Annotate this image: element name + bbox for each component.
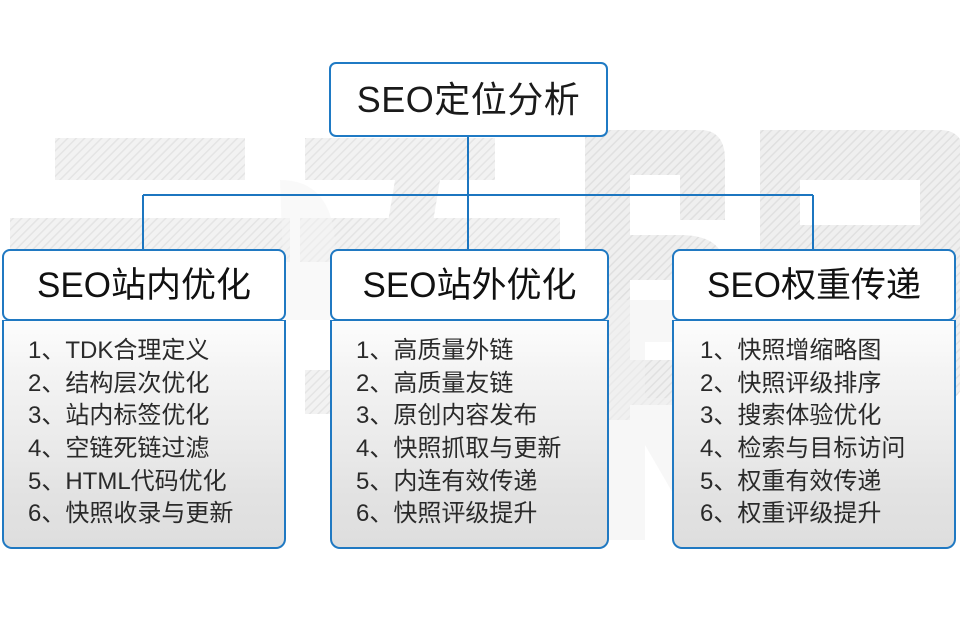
branch-header-on-site[interactable]: SEO站内优化 xyxy=(2,249,286,321)
list-item[interactable]: 6、快照评级提升 xyxy=(356,500,538,528)
branch-header-label: SEO权重传递 xyxy=(707,265,921,305)
list-item[interactable]: 4、检索与目标访问 xyxy=(700,434,906,462)
node-root-label: SEO定位分析 xyxy=(356,78,581,120)
branch-off-site: SEO站外优化 1、高质量外链 2、高质量友链 3、原创内容发布 4、快照抓取与… xyxy=(330,249,609,549)
list-item[interactable]: 2、高质量友链 xyxy=(356,369,514,397)
branch-header-off-site[interactable]: SEO站外优化 xyxy=(330,249,609,321)
branch-header-label: SEO站外优化 xyxy=(362,265,577,305)
node-root[interactable]: SEO定位分析 xyxy=(329,62,608,137)
branch-list-off-site: 1、高质量外链 2、高质量友链 3、原创内容发布 4、快照抓取与更新 5、内连有… xyxy=(330,320,609,549)
list-item[interactable]: 5、内连有效传递 xyxy=(356,467,538,495)
list-item[interactable]: 5、权重有效传递 xyxy=(700,467,882,495)
branch-header-label: SEO站内优化 xyxy=(37,265,251,305)
list-item[interactable]: 3、搜索体验优化 xyxy=(700,402,882,430)
list-item[interactable]: 1、高质量外链 xyxy=(356,337,514,364)
branch-list-weight: 1、快照增缩略图 2、快照评级排序 3、搜索体验优化 4、检索与目标访问 5、权… xyxy=(672,320,956,549)
list-item[interactable]: 1、TDK合理定义 xyxy=(28,337,210,364)
branch-header-weight[interactable]: SEO权重传递 xyxy=(672,249,956,321)
list-item[interactable]: 4、空链死链过滤 xyxy=(28,434,210,462)
list-item[interactable]: 2、快照评级排序 xyxy=(700,369,882,397)
list-item[interactable]: 4、快照抓取与更新 xyxy=(356,434,562,462)
list-item[interactable]: 6、权重评级提升 xyxy=(700,500,882,528)
branch-weight: SEO权重传递 1、快照增缩略图 2、快照评级排序 3、搜索体验优化 4、检索与… xyxy=(672,249,956,549)
list-item[interactable]: 6、快照收录与更新 xyxy=(28,500,234,528)
branch-on-site: SEO站内优化 1、TDK合理定义 2、结构层次优化 3、站内标签优化 4、空链… xyxy=(2,249,286,549)
list-item[interactable]: 5、HTML代码优化 xyxy=(28,467,227,495)
branch-list-on-site: 1、TDK合理定义 2、结构层次优化 3、站内标签优化 4、空链死链过滤 5、H… xyxy=(2,320,286,549)
list-item[interactable]: 2、结构层次优化 xyxy=(28,369,210,397)
list-item[interactable]: 1、快照增缩略图 xyxy=(700,337,882,364)
list-item[interactable]: 3、原创内容发布 xyxy=(356,402,538,430)
list-item[interactable]: 3、站内标签优化 xyxy=(28,402,210,430)
